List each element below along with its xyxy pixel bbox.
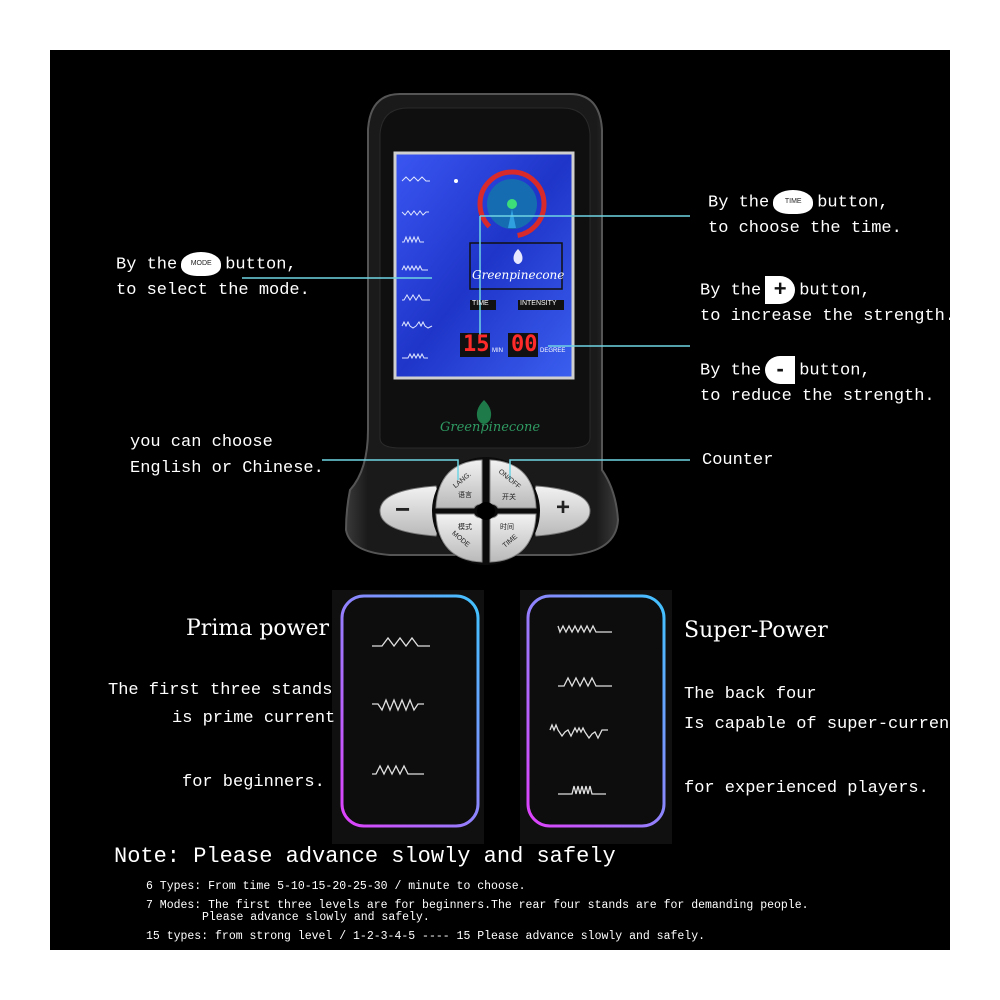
- prima-waveforms: [372, 636, 430, 776]
- time-led-display: [460, 333, 490, 357]
- product-image: Greenpinecone TIME INTENSITY 15 MIN 00 D…: [50, 50, 950, 950]
- counter-callout: Counter: [702, 451, 774, 470]
- lang-button: [435, 459, 483, 509]
- prima-line1: The first three stands: [108, 681, 333, 700]
- super-line3: for experienced players.: [684, 779, 929, 798]
- plus-chip-icon: +: [765, 276, 796, 304]
- minus-callout: By the-button, to reduce the strength.: [700, 356, 935, 407]
- super-line1: The back four: [684, 685, 817, 704]
- time-button: [489, 513, 537, 563]
- super-panel: [526, 594, 666, 828]
- callout-lines: [242, 215, 690, 480]
- time-led-value: 15: [463, 332, 490, 357]
- screen-brand: Greenpinecone: [472, 268, 565, 282]
- time-chip-icon: TIME: [773, 190, 814, 214]
- super-waveforms: [549, 624, 612, 795]
- degree-led-value: 00: [511, 332, 538, 357]
- lang-button-cn: 语言: [458, 492, 472, 499]
- note-line1: 6 Types: From time 5-10-15-20-25-30 / mi…: [146, 880, 526, 893]
- mode-button: [435, 513, 483, 563]
- min-unit: MIN: [492, 348, 503, 354]
- prima-panel: [340, 594, 480, 828]
- screen-time-label: TIME: [472, 300, 489, 307]
- prima-line3: for beginners.: [182, 773, 325, 792]
- note-line2: 7 Modes: The first three levels are for …: [146, 899, 809, 912]
- note-title: Note: Please advance slowly and safely: [114, 844, 616, 869]
- onoff-button-cn: 开关: [502, 494, 516, 501]
- screen-waveforms: [401, 176, 433, 360]
- mode-chip-icon: MODE: [181, 252, 222, 276]
- super-title: Super-Power: [684, 618, 828, 643]
- plus-button-label[interactable]: +: [556, 494, 571, 521]
- prima-title: Prima power: [186, 616, 330, 641]
- degree-unit: DEGREE: [540, 348, 566, 354]
- minus-chip-icon: -: [765, 356, 796, 384]
- note-line3: 15 types: from strong level / 1-2-3-4-5 …: [146, 930, 705, 943]
- minus-button-label[interactable]: −: [395, 494, 411, 524]
- prima-line2: is prime current: [172, 709, 336, 728]
- intensity-ring: [477, 169, 547, 239]
- super-line2: Is capable of super-current: [684, 715, 950, 734]
- device-illustration: [242, 93, 690, 844]
- time-button-cn: 时间: [500, 524, 514, 531]
- device-logo: Greenpinecone: [440, 420, 541, 435]
- plus-callout: By the+button, to increase the strength.: [700, 276, 950, 327]
- degree-led-display: [508, 333, 538, 357]
- mode-button-cn: 模式: [458, 524, 472, 531]
- lang-callout: you can choose English or Chinese.: [130, 433, 324, 478]
- onoff-button: [489, 459, 537, 509]
- screen-intensity-label: INTENSITY: [520, 300, 557, 307]
- note-line2b: Please advance slowly and safely.: [202, 911, 430, 924]
